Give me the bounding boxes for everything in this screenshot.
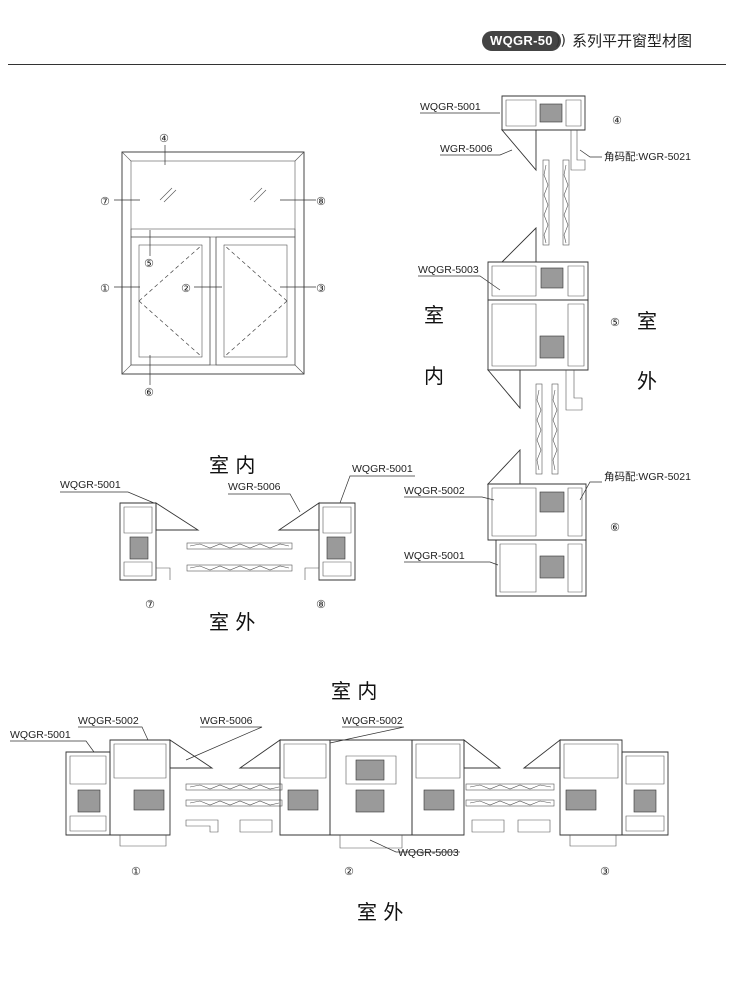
vertical-mullion-code: WQGR-5003 bbox=[418, 264, 479, 276]
right-frame-profile bbox=[318, 502, 356, 581]
mullion-body bbox=[487, 299, 589, 371]
page-header: WQGR-50 )) 系列平开窗型材图 bbox=[0, 0, 737, 66]
right-frame-code: WQGR-5001 bbox=[352, 463, 413, 475]
mullion-upper bbox=[487, 261, 589, 301]
bead-code: WGR-5006 bbox=[228, 481, 281, 493]
series-badge: WQGR-50 bbox=[482, 31, 561, 51]
horizontal-marker-7: ⑦ bbox=[145, 599, 155, 611]
marker-4-top: ④ bbox=[159, 133, 169, 145]
horizontal-inside-label: 室 内 bbox=[209, 453, 255, 477]
full-sash-right-code: WQGR-5002 bbox=[342, 715, 403, 727]
horizontal-outside-label: 室 外 bbox=[209, 610, 255, 634]
right-sash bbox=[215, 236, 296, 366]
full-sash-left-code: WQGR-5002 bbox=[78, 715, 139, 727]
vertical-bottom-frame-code: WQGR-5001 bbox=[404, 550, 465, 562]
full-marker-1: ① bbox=[131, 866, 141, 878]
marker-7: ⑦ bbox=[100, 196, 110, 208]
full-frame-left-code: WQGR-5001 bbox=[10, 729, 71, 741]
vertical-inside-char-1: 室 bbox=[424, 303, 444, 327]
vertical-top-bead-code: WGR-5006 bbox=[440, 143, 493, 155]
full-marker-3: ③ bbox=[600, 866, 610, 878]
full-mullion-code: WQGR-5003 bbox=[398, 847, 459, 859]
vertical-marker-6: ⑥ bbox=[610, 522, 620, 534]
outer-frame bbox=[121, 151, 305, 375]
full-marker-2: ② bbox=[344, 866, 354, 878]
vertical-marker-5: ⑤ bbox=[610, 317, 620, 329]
sash-profile bbox=[487, 483, 587, 541]
transom bbox=[130, 228, 296, 238]
marker-3: ③ bbox=[316, 283, 326, 295]
glass-pane-2 bbox=[186, 564, 293, 572]
elevation-markers: ④ ⑦ ⑧ ⑤ ① ② ③ ⑥ bbox=[100, 133, 326, 399]
full-inside-label: 室 内 bbox=[331, 679, 377, 703]
horizontal-section-labels: 室 内 室 外 WQGR-5001 WQGR-5001 WGR-5006 ⑦ ⑧ bbox=[60, 453, 413, 634]
top-frame-profile bbox=[501, 95, 586, 131]
marker-6: ⑥ bbox=[144, 387, 154, 399]
vertical-section bbox=[404, 95, 602, 597]
series-arrows: )) bbox=[555, 33, 566, 49]
vertical-inside-char-2: 内 bbox=[424, 364, 444, 388]
full-section-labels: 室 内 室 外 WQGR-5001 WQGR-5002 WGR-5006 WQG… bbox=[10, 679, 610, 924]
marker-5: ⑤ bbox=[144, 258, 154, 270]
vertical-top-frame-code: WQGR-5001 bbox=[420, 101, 481, 113]
vertical-sash-code: WQGR-5002 bbox=[404, 485, 465, 497]
vertical-marker-4: ④ bbox=[612, 115, 622, 127]
glass-pane-1 bbox=[186, 542, 293, 550]
full-outside-label: 室 外 bbox=[357, 900, 403, 924]
window-elevation bbox=[114, 145, 316, 385]
full-bead-code: WGR-5006 bbox=[200, 715, 253, 727]
bottom-frame-profile bbox=[495, 539, 587, 597]
marker-2: ② bbox=[181, 283, 191, 295]
marker-1: ① bbox=[100, 283, 110, 295]
vertical-top-corner-code: 角码配:WGR-5021 bbox=[604, 151, 691, 163]
vertical-section-labels: WQGR-5001 WGR-5006 角码配:WGR-5021 WQGR-500… bbox=[404, 101, 691, 562]
horizontal-section bbox=[60, 475, 415, 581]
header-rule bbox=[8, 64, 726, 65]
series-title: 系列平开窗型材图 bbox=[572, 32, 693, 50]
horizontal-marker-8: ⑧ bbox=[316, 599, 326, 611]
marker-8: ⑧ bbox=[316, 196, 326, 208]
inner-frame bbox=[130, 160, 296, 366]
left-sash bbox=[130, 236, 211, 366]
vertical-outside-char-2: 外 bbox=[637, 369, 657, 393]
vertical-outside-char-1: 室 bbox=[637, 309, 657, 333]
left-frame-code: WQGR-5001 bbox=[60, 479, 121, 491]
vertical-bottom-corner-code: 角码配:WGR-5021 bbox=[604, 471, 691, 483]
full-section bbox=[10, 726, 669, 853]
